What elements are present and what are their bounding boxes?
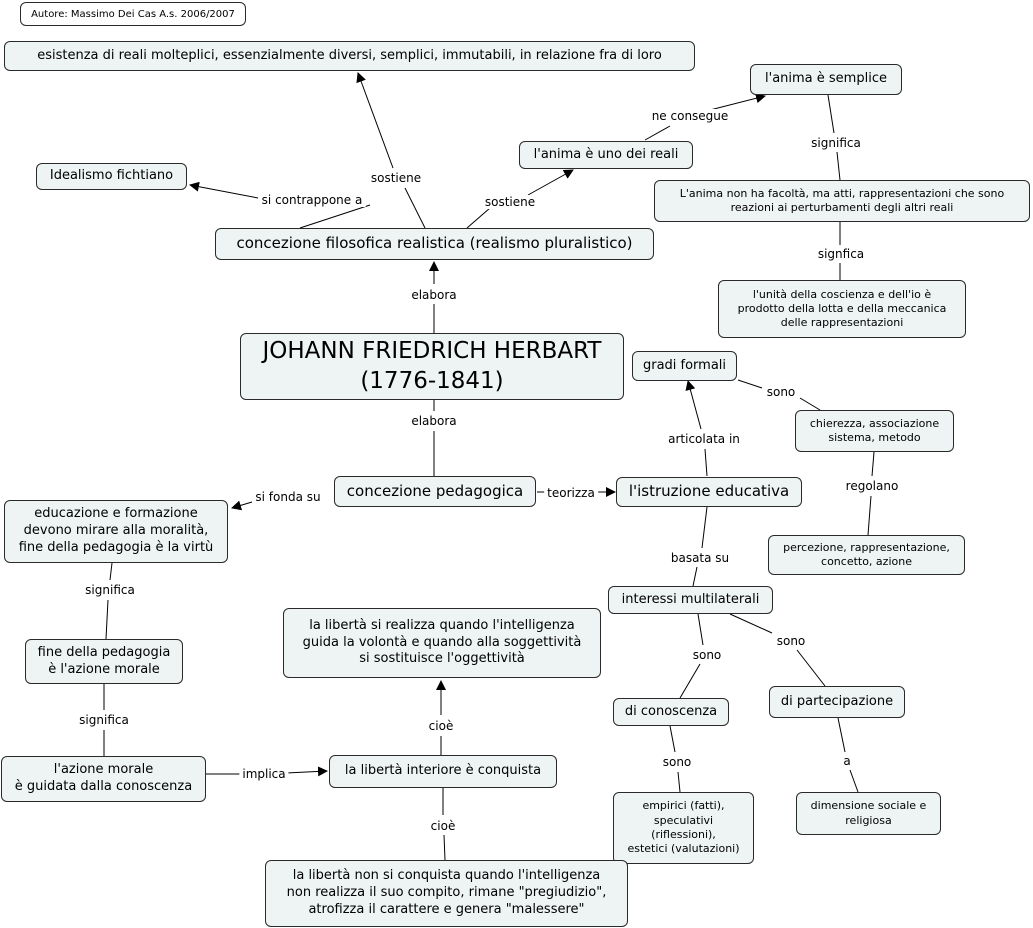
connector-significa-anima xyxy=(827,94,835,134)
label-sostiene-right: sostiene xyxy=(481,195,539,209)
author-credit: Autore: Massimo Dei Cas A.s. 2006/2007 xyxy=(20,2,246,26)
node-azione[interactable]: l'azione morale è guidata dalla conoscen… xyxy=(1,756,206,802)
connector-regolano-b xyxy=(867,495,872,536)
label-teorizza: teorizza xyxy=(544,486,598,500)
node-chiarezza[interactable]: chierezza, associazione sistema, metodo xyxy=(795,410,954,452)
node-idealismo[interactable]: Idealismo fichtiano xyxy=(36,163,187,190)
label-significa-fine: significa xyxy=(76,713,132,727)
connector-sono-partecipazione-b xyxy=(796,649,826,687)
label-cioe-up: cioè xyxy=(425,719,457,733)
label-a: a xyxy=(840,754,854,768)
node-fine[interactable]: fine della pedagogia è l'azione morale xyxy=(25,639,183,684)
label-si-fonda-su: si fonda su xyxy=(252,490,324,504)
node-liberta-non[interactable]: la libertà non si conquista quando l'int… xyxy=(265,860,628,927)
connector-a-b xyxy=(849,769,859,793)
connector-basata xyxy=(701,506,708,549)
node-liberta-interiore[interactable]: la libertà interiore è conquista xyxy=(329,755,557,788)
connector-sostiene-left xyxy=(404,187,426,229)
node-anima-semplice[interactable]: l'anima è semplice xyxy=(750,64,902,95)
connector-cioe-down-b xyxy=(443,834,446,861)
label-basata-su: basata su xyxy=(667,551,733,565)
node-realismo[interactable]: concezione filosofica realistica (realis… xyxy=(215,228,654,260)
connector-significa-educazione-b xyxy=(105,599,109,640)
label-signfica: signfica xyxy=(814,247,868,261)
connector-sostiene-right-arrow xyxy=(527,169,574,196)
node-percezione[interactable]: percezione, rappresentazione, concetto, … xyxy=(768,535,965,575)
connector-contrappone-arrow xyxy=(189,181,259,199)
label-elabora-top: elabora xyxy=(408,288,460,302)
node-conoscenza[interactable]: di conoscenza xyxy=(613,698,729,726)
label-regolano: regolano xyxy=(842,479,902,493)
connector-contrappone xyxy=(299,204,371,229)
connector-sono-conoscenza xyxy=(697,613,704,646)
label-sono-conoscenza: sono xyxy=(689,648,725,662)
connector-articolata xyxy=(704,448,708,477)
label-articolata-in: articolata in xyxy=(665,432,743,446)
label-implica: implica xyxy=(239,767,289,781)
label-ne-consegue: ne consegue xyxy=(648,109,732,123)
connector-articolata-arrow xyxy=(685,380,702,430)
connector-regolano xyxy=(871,451,875,477)
label-sono-gradi: sono xyxy=(763,385,799,399)
label-sostiene-left: sostiene xyxy=(367,171,425,185)
label-sono-empirici: sono xyxy=(659,755,695,769)
node-partecipazione[interactable]: di partecipazione xyxy=(769,686,905,718)
connector-basata-b xyxy=(692,566,698,587)
node-empirici[interactable]: empirici (fatti), speculativi (riflessio… xyxy=(613,792,754,864)
connector-sono-gradi xyxy=(737,379,763,389)
connector-significa-anima-b xyxy=(836,151,841,181)
connector-si-fonda-arrow xyxy=(231,500,253,511)
node-sociale[interactable]: dimensione sociale e religiosa xyxy=(796,792,941,835)
connector-sostiene-right xyxy=(466,207,491,229)
node-anima-reali[interactable]: l'anima è uno dei reali xyxy=(519,141,693,169)
node-pedagogica[interactable]: concezione pedagogica xyxy=(334,476,536,507)
node-anima-facolta[interactable]: L'anima non ha facoltà, ma atti, rappres… xyxy=(654,180,1030,222)
label-si-contrappone: si contrappone a xyxy=(258,193,366,207)
connector-sono-conoscenza-b xyxy=(679,663,701,699)
label-elabora-bottom: elabora xyxy=(408,414,460,428)
node-herbart[interactable]: JOHANN FRIEDRICH HERBART (1776-1841) xyxy=(240,333,624,400)
node-gradi[interactable]: gradi formali xyxy=(632,351,737,381)
connector-sono-gradi-b xyxy=(799,397,821,411)
connector-sono-empirici xyxy=(669,725,676,753)
node-liberta-realizza[interactable]: la libertà si realizza quando l'intellig… xyxy=(283,608,601,678)
node-interessi[interactable]: interessi multilaterali xyxy=(608,586,773,614)
label-significa-anima: significa xyxy=(808,136,864,150)
node-istruzione[interactable]: l'istruzione educativa xyxy=(616,477,802,507)
connector-implica-arrow xyxy=(285,766,328,777)
connector-ne-consegue-arrow xyxy=(709,93,766,111)
connector-significa-educazione xyxy=(109,562,113,581)
connector-sostiene-left-arrow xyxy=(356,72,394,169)
node-educazione[interactable]: educazione e formazione devono mirare al… xyxy=(4,500,228,563)
node-unita[interactable]: l'unità della coscienza e dell'io è prod… xyxy=(718,280,966,338)
connector-sono-empirici-b xyxy=(677,771,681,793)
connector-sono-partecipazione xyxy=(729,613,773,634)
label-significa-educazione: significa xyxy=(82,583,138,597)
label-cioe-down: cioè xyxy=(427,819,459,833)
node-esistenza[interactable]: esistenza di reali molteplici, essenzial… xyxy=(4,41,695,71)
connector-ne-consegue xyxy=(644,125,671,141)
label-sono-partecipazione: sono xyxy=(773,634,809,648)
connector-a xyxy=(837,717,846,753)
